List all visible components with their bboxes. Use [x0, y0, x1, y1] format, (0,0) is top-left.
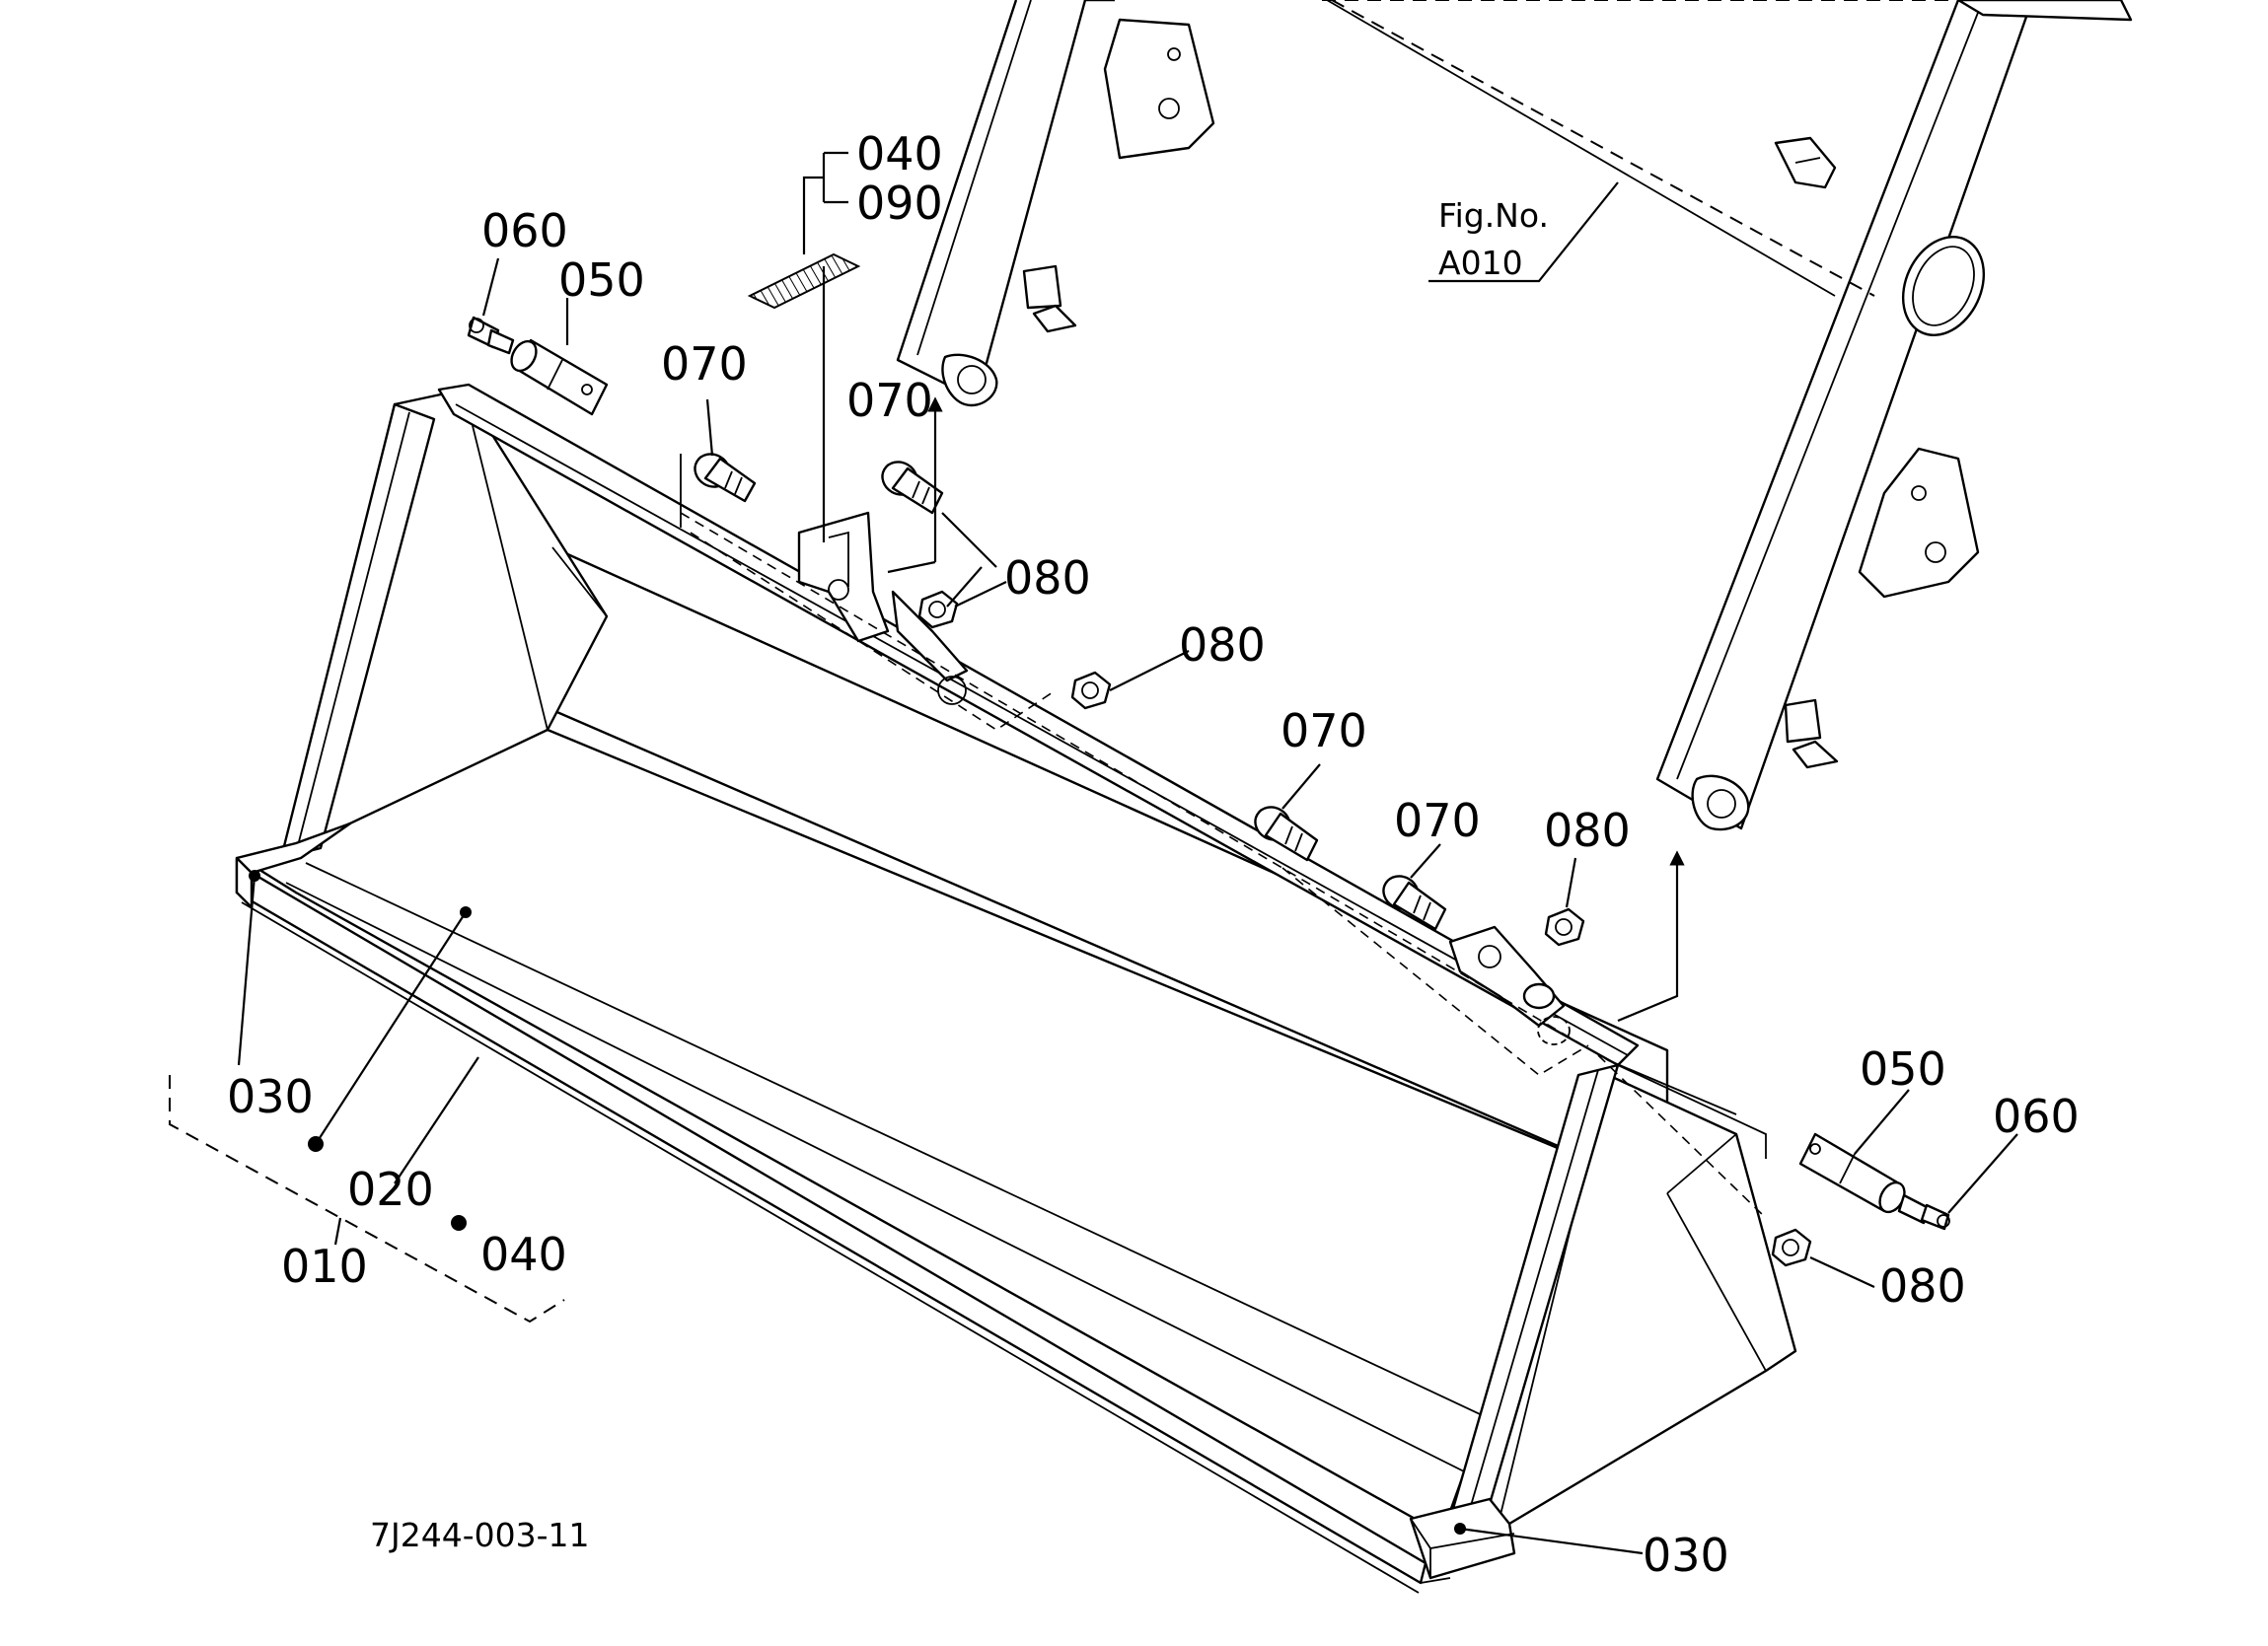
callout-020: 020: [347, 1163, 434, 1216]
bolt-070-d: [1382, 875, 1447, 931]
bolt-070-b: [881, 461, 944, 515]
nut-080-a: [917, 590, 959, 629]
callout-080-c: 080: [1544, 804, 1631, 857]
bolt-070-c: [1254, 806, 1319, 862]
hardware: [467, 252, 1950, 1267]
callout-070-d: 070: [1394, 794, 1481, 847]
callout-030-right: 030: [1643, 1529, 1729, 1582]
grease-nipple-left: [467, 316, 515, 355]
callouts: 060 050 040 090 070 070 080 080 070 070 …: [227, 127, 2080, 1582]
callout-060-right: 060: [1993, 1090, 2080, 1143]
drawing-number: 7J244-003-11: [370, 1516, 590, 1554]
callout-010: 010: [281, 1240, 368, 1293]
figure-reference-line1: Fig.No.: [1438, 196, 1549, 235]
callout-080-d: 080: [1879, 1259, 1966, 1313]
grease-nipple-right: [1897, 1193, 1950, 1231]
callout-070-c: 070: [1280, 704, 1367, 757]
callout-060-left: 060: [481, 204, 568, 257]
nut-080-b: [1070, 671, 1112, 710]
nut-080-d: [1771, 1228, 1812, 1267]
leader-lines: [169, 151, 2018, 1555]
figure-reference-line2: A010: [1438, 244, 1523, 282]
pin-left: [510, 338, 609, 416]
figure-reference: Fig.No. A010: [1428, 181, 1619, 283]
callout-070-b: 070: [846, 374, 933, 427]
decal-040-090: [747, 252, 861, 310]
callout-090: 090: [856, 177, 943, 230]
loader-frame: [896, 0, 2133, 831]
callout-050-left: 050: [558, 253, 645, 307]
bolt-070-a: [694, 453, 757, 503]
callout-040-set: 040: [480, 1228, 567, 1281]
pin-axis-lines: [680, 454, 1767, 1219]
callout-050-right: 050: [1860, 1042, 1946, 1096]
callout-070-a: 070: [661, 337, 748, 391]
figure-reference-leader: [1428, 181, 1619, 283]
callout-080-b: 080: [1179, 618, 1266, 672]
callout-040-top: 040: [856, 127, 943, 180]
callout-080-a: 080: [1004, 551, 1091, 605]
nut-080-c: [1544, 907, 1585, 947]
bucket: [235, 383, 1797, 1594]
pin-right: [1798, 1132, 1906, 1214]
callout-030-left: 030: [227, 1070, 314, 1123]
